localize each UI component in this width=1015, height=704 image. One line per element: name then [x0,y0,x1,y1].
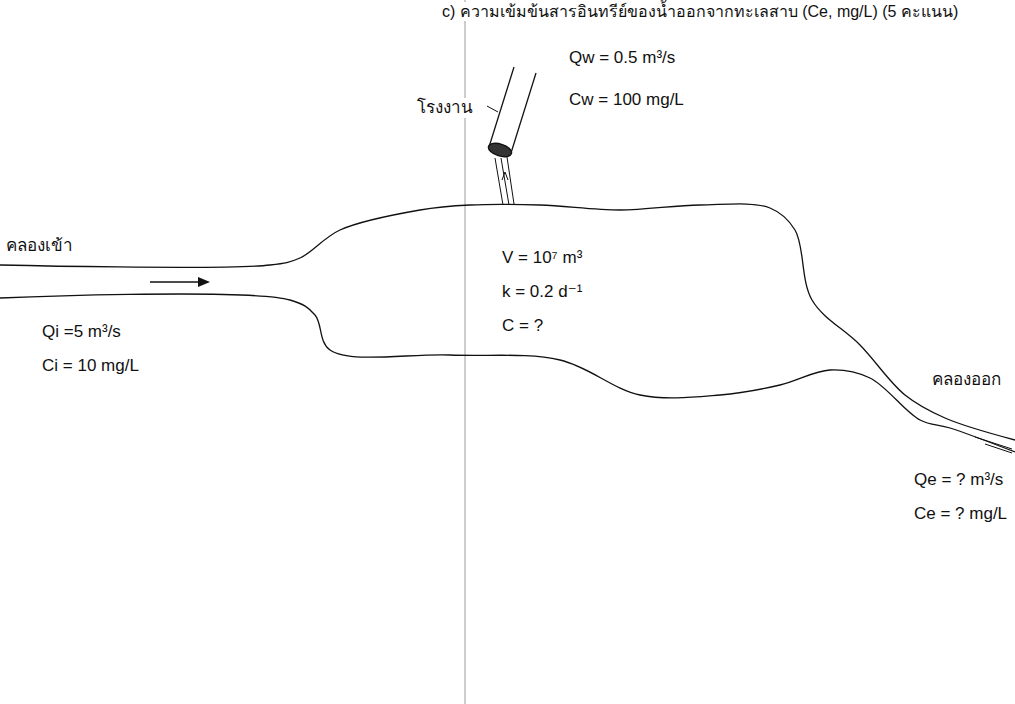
flow-label: คลองเข้า [4,236,75,256]
flow-label: Qe = ? m³/s [912,470,1005,490]
lake-parameter: V = 10⁷ m³ [500,248,584,268]
flow-label: Cw = 100 mg/L [567,90,686,110]
leader-line [487,106,498,112]
lake-shore [0,294,1015,452]
flow-arrow [150,277,210,287]
flow-label: Qw = 0.5 m³/s [567,48,677,68]
discharge-stream [495,157,514,205]
lake-parameter: C = ? [500,316,545,336]
flow-label: c) ความเข้มข้นสารอินทรีย์ของน้ำออกจากทะเ… [440,2,960,21]
flow-label: คลองออก [930,370,1003,390]
lake-shore [0,204,1015,440]
lake: V = 10⁷ m³ k = 0.2 d⁻¹ C = ? [0,190,1015,470]
factory-pipe [487,67,536,159]
flow-label: โรงงาน [415,98,475,118]
flow-label: Qi =5 m³/s [40,322,123,342]
lake-parameter: k = 0.2 d⁻¹ [500,282,584,302]
flow-label: Ci = 10 mg/L [40,356,141,376]
flow-label: Ce = ? mg/L [912,504,1009,524]
